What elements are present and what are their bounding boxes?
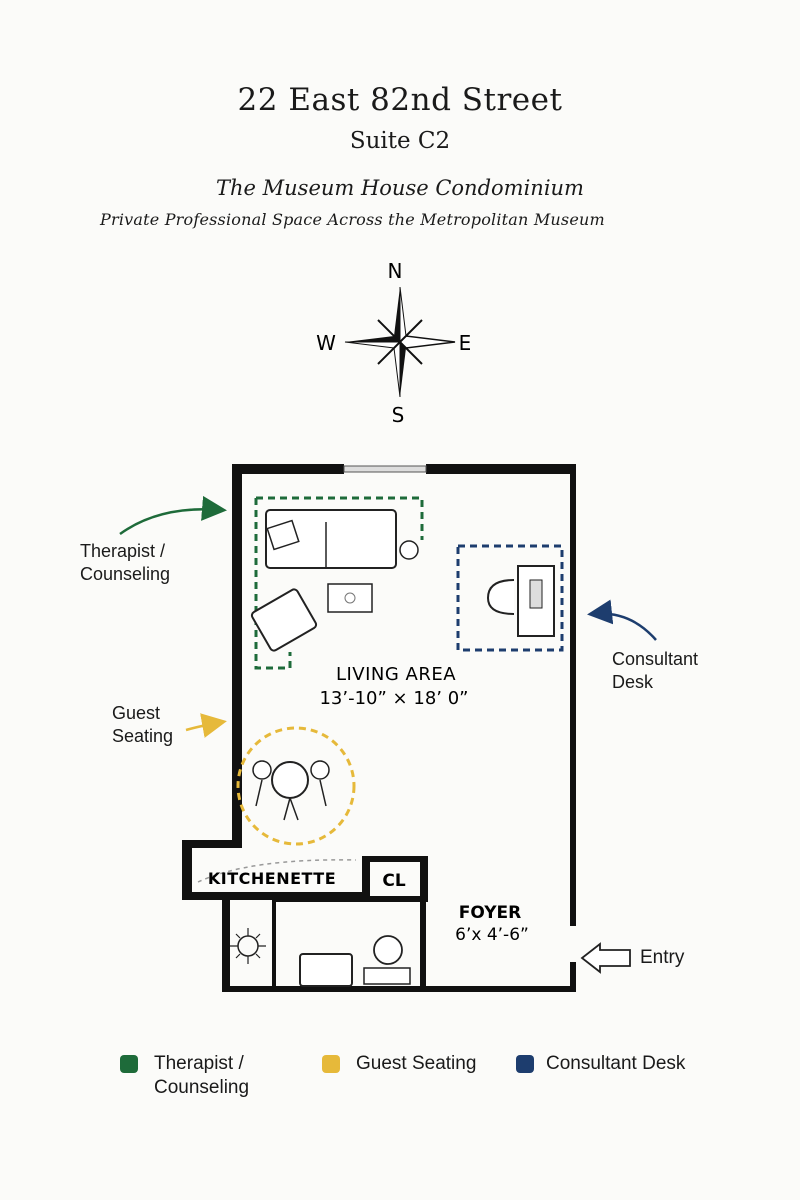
dining-table-icon	[271, 761, 309, 799]
legend-therapist: Therapist / Counseling	[154, 1052, 249, 1100]
guest-zone	[236, 726, 356, 846]
living-area-label: LIVING AREA	[336, 664, 456, 685]
foyer-label: FOYER	[459, 903, 521, 923]
legend-guest: Guest Seating	[356, 1053, 477, 1074]
compass-rose-icon	[344, 286, 456, 398]
living-area-dimensions: 13’-10” × 18’ 0”	[319, 688, 468, 709]
legend-consultant: Consultant Desk	[546, 1053, 686, 1074]
therapist-callout-line2: Counseling	[80, 564, 171, 584]
armchair-icon	[250, 588, 318, 652]
legend-guest-swatch	[322, 1055, 340, 1073]
legend-consultant-swatch	[516, 1055, 534, 1073]
therapist-callout-line1: Therapist /	[80, 541, 166, 561]
therapist-zone	[250, 496, 424, 670]
legend-therapist-line1: Therapist /	[154, 1053, 244, 1074]
therapist-callout: Therapist / Counseling	[80, 540, 170, 586]
compass-east-label: E	[459, 331, 472, 355]
coffee-table-icon	[327, 583, 373, 613]
consultant-callout-line1: Consultant	[612, 649, 699, 669]
fixture-icon	[230, 928, 266, 964]
guest-callout: Guest Seating	[112, 702, 173, 748]
guest-arrow	[185, 713, 227, 738]
guest-callout-line2: Seating	[112, 726, 174, 746]
desk-chair-icon	[486, 579, 515, 615]
tagline: Private Professional Space Across the Me…	[100, 210, 605, 229]
legend-therapist-line2: Counseling	[154, 1077, 250, 1098]
window	[343, 465, 427, 473]
closet-label: CL	[382, 871, 405, 891]
compass-west-label: W	[316, 331, 336, 355]
consultant-callout: Consultant Desk	[612, 648, 698, 694]
entry-arrow-icon	[580, 942, 631, 974]
address-title: 22 East 82nd Street	[237, 82, 563, 118]
bench-icon	[299, 953, 353, 987]
walls	[182, 464, 576, 992]
guest-callout-line1: Guest	[112, 703, 161, 723]
chair-icon	[310, 760, 330, 780]
chair-icon	[252, 760, 272, 780]
side-table-icon	[399, 540, 419, 560]
reception-table-icon	[363, 967, 411, 985]
sofa-icon	[265, 509, 397, 569]
suite-subtitle: Suite C2	[349, 128, 451, 154]
consultant-zone	[456, 544, 564, 652]
legend-therapist-swatch	[120, 1055, 138, 1073]
compass-south-label: S	[392, 403, 405, 427]
entry-label: Entry	[640, 947, 685, 968]
reception-chair-icon	[373, 935, 403, 965]
building-name: The Museum House Condominium	[216, 176, 584, 200]
consultant-callout-line2: Desk	[612, 672, 654, 692]
therapist-arrow	[119, 495, 227, 536]
compass-north-label: N	[388, 259, 403, 283]
kitchenette-label: KITCHENETTE	[208, 869, 336, 888]
foyer-dimensions: 6’x 4’-6”	[455, 925, 529, 945]
consultant-arrow	[587, 599, 657, 641]
